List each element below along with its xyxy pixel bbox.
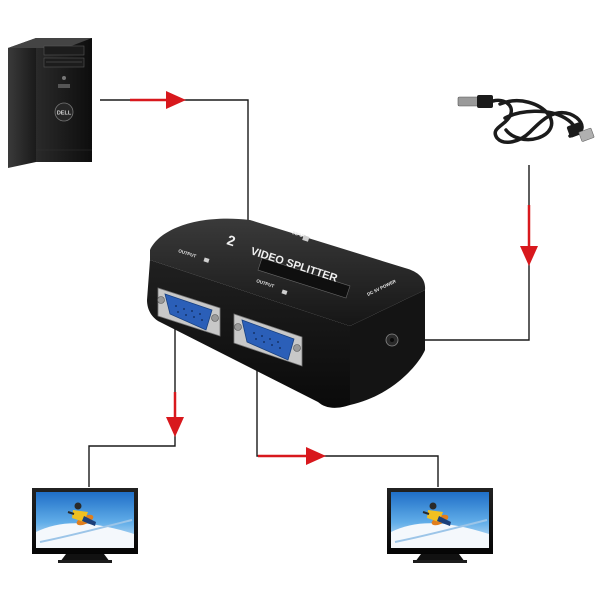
arrow-down-monitor-left xyxy=(166,392,184,437)
output-label: OUTPUT xyxy=(178,248,197,259)
input-label: INPUT xyxy=(292,230,307,239)
snowboarder-figure xyxy=(422,502,451,526)
usb-power-cable-icon xyxy=(457,95,595,144)
usb-plug xyxy=(578,127,595,142)
output2-label: OUTPUT xyxy=(256,278,275,289)
arrow-right-to-splitter xyxy=(130,91,186,109)
monitor-icon xyxy=(32,488,138,563)
monitor-icon xyxy=(387,488,493,563)
arrows xyxy=(130,91,538,465)
barrel-plug xyxy=(457,96,479,107)
snowboarder-figure xyxy=(67,502,96,526)
arrow-right-monitor-right xyxy=(258,447,326,465)
vga-splitter-device: 2 VIDEO SPLITTER INPUT OUTPUT OUTPUT DC … xyxy=(147,218,426,408)
wire-splitter-to-monitor-right xyxy=(256,368,439,487)
vga-output-port-1[interactable] xyxy=(157,287,221,337)
desktop-tower-icon: DELL xyxy=(8,38,92,168)
wire-splitter-to-monitor-left xyxy=(88,318,176,487)
vga-output-port-2[interactable] xyxy=(233,313,303,367)
wire-pc-to-splitter xyxy=(100,99,249,222)
pc-brand-logo: DELL xyxy=(57,111,72,117)
splitter-end-face xyxy=(350,290,425,405)
arrow-down-power xyxy=(520,205,538,266)
dc-power-jack[interactable] xyxy=(385,333,399,347)
